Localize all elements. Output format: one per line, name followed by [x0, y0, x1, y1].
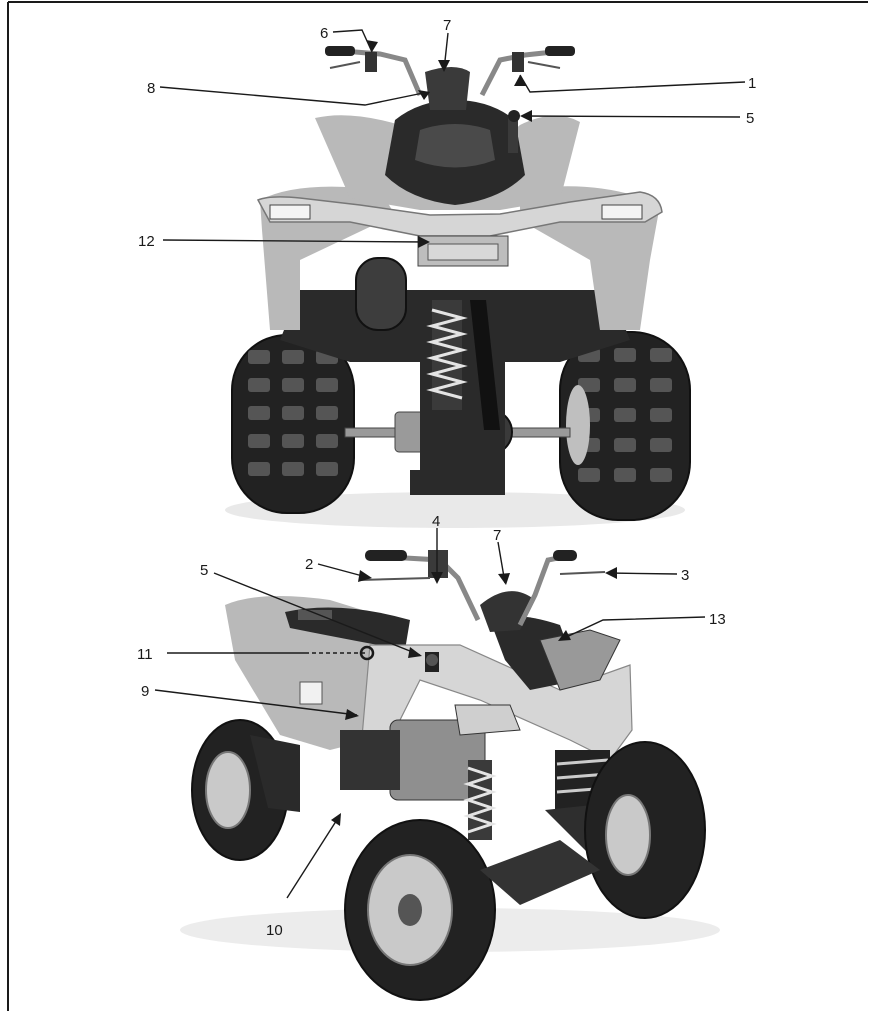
rear-left-tire [231, 334, 355, 514]
callout-9: 9 [141, 683, 149, 700]
atv-rear-view-illustration [225, 46, 691, 528]
callout-8: 8 [147, 80, 155, 97]
callout-2: 2 [305, 556, 313, 573]
atv-front-view-illustration [180, 550, 720, 1001]
front-left-tire [344, 819, 496, 1001]
callout-12: 12 [138, 233, 155, 250]
callout-3: 3 [681, 567, 689, 584]
callout-4: 4 [432, 513, 440, 530]
callout-13: 13 [709, 611, 726, 628]
callout-6: 6 [320, 25, 328, 42]
callout-5-rear: 5 [746, 110, 754, 127]
page-frame [7, 1, 868, 1011]
rear-right-tire [559, 331, 691, 521]
leader-lines [154, 29, 746, 899]
callout-5-front: 5 [200, 562, 208, 579]
arrowheads [331, 40, 617, 826]
callout-10: 10 [266, 922, 283, 939]
callout-7-front: 7 [493, 527, 501, 544]
callout-11: 11 [137, 646, 153, 663]
callout-7-rear: 7 [443, 17, 451, 34]
rear-shock [426, 300, 468, 410]
callout-1: 1 [748, 75, 756, 92]
callout-numbers: 6 7 1 8 5 12 4 7 2 3 5 13 11 9 10 [137, 17, 756, 939]
front-right-tire [584, 741, 706, 919]
